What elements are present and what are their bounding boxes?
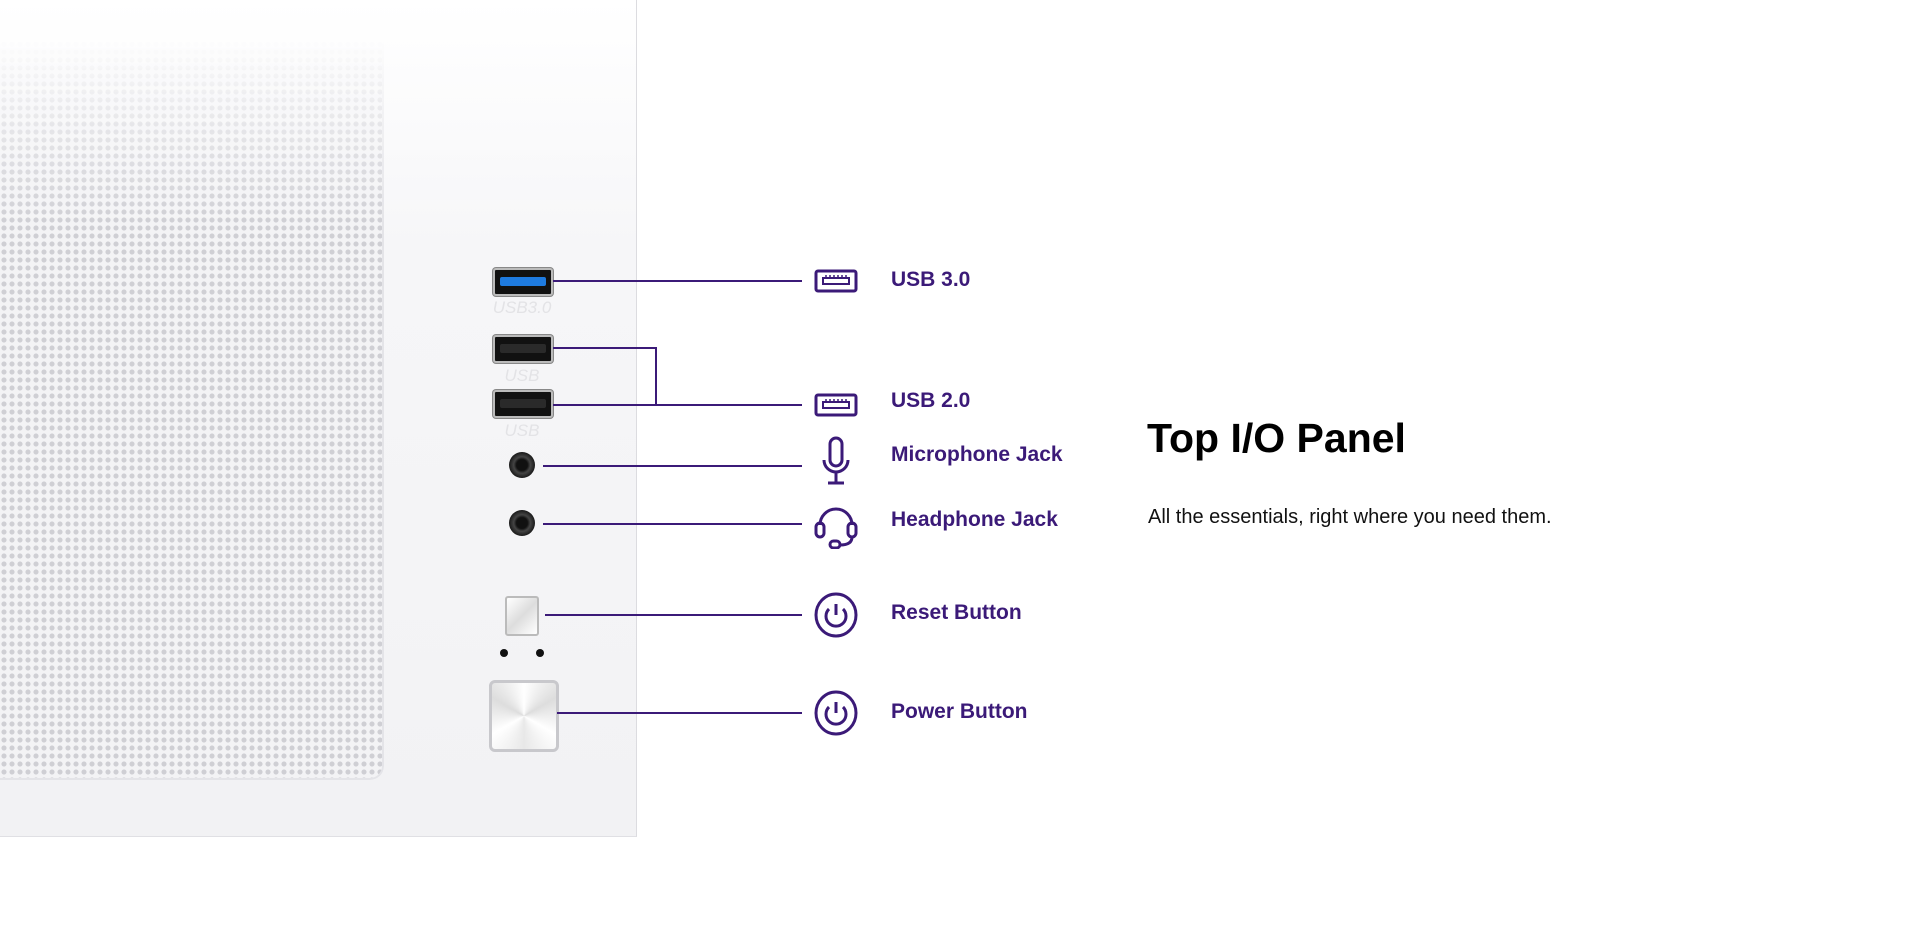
usb3-callout-line: [553, 280, 802, 282]
power-icon: [814, 689, 858, 737]
headphone-callout-line: [543, 523, 802, 525]
callout-label-microphone: Microphone Jack: [891, 443, 1063, 466]
callout-label-usb2: USB 2.0: [891, 389, 971, 412]
microphone-icon: [814, 436, 858, 486]
microphone-jack: [509, 452, 535, 478]
usb2-callout-line-join: [655, 347, 657, 406]
power-icon: [814, 591, 858, 639]
reset-button-hardware: [505, 596, 539, 636]
power-callout-line: [557, 712, 802, 714]
headphone-jack: [509, 510, 535, 536]
callout-label-power: Power Button: [891, 700, 1028, 723]
usb3-port: [493, 268, 553, 296]
callout-label-reset: Reset Button: [891, 601, 1022, 624]
usb3-port-label: USB3.0: [492, 298, 552, 317]
page-title: Top I/O Panel: [1147, 415, 1406, 461]
usb-icon: [814, 383, 858, 427]
usb-icon: [814, 259, 858, 303]
reset-callout-line: [545, 614, 802, 616]
page-subtitle: All the essentials, right where you need…: [1148, 506, 1552, 528]
usb2-callout-line-2: [553, 404, 802, 406]
usb2-port-label-1: USB: [504, 366, 540, 385]
mic-callout-line: [543, 465, 802, 467]
hdd-led: [536, 649, 544, 657]
usb2-port-2: [493, 390, 553, 418]
usb2-port-label-2: USB: [504, 421, 540, 440]
callout-label-headphone: Headphone Jack: [891, 508, 1058, 531]
power-led: [500, 649, 508, 657]
usb2-callout-line-1: [553, 347, 657, 349]
usb2-port-1: [493, 335, 553, 363]
power-button-hardware: [489, 680, 559, 752]
headset-icon: [814, 499, 858, 550]
callout-label-usb3: USB 3.0: [891, 268, 971, 291]
mesh-grille: [0, 40, 384, 780]
